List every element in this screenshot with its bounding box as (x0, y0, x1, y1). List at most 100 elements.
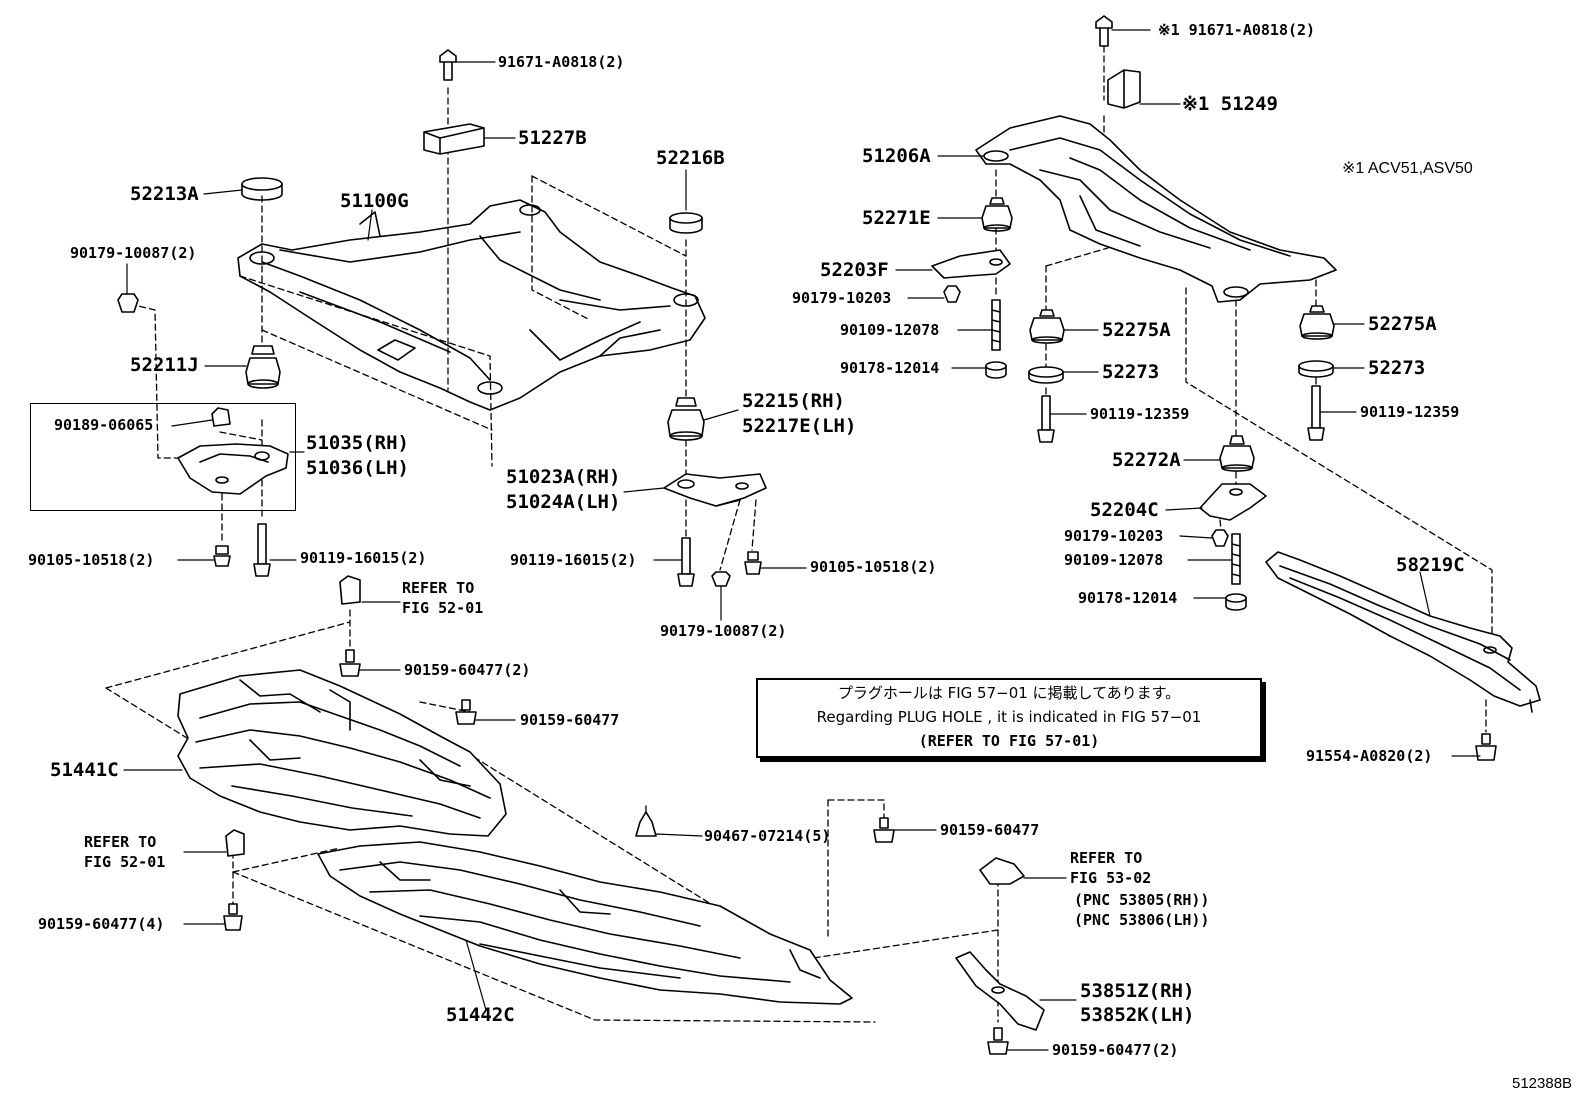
nut-90179-10203-a (943, 285, 961, 303)
bolt-90159-60477-2 (339, 649, 361, 677)
nut-90179-10087-right (711, 571, 731, 587)
clip-refer-52-01-left (225, 829, 245, 857)
label-90179-10087-right: 90179-10087(2) (660, 622, 787, 640)
label-refer-2b: FIG 52-01 (84, 853, 166, 871)
label-refer-1a: REFER TO (402, 579, 475, 597)
label-52213a: 52213A (130, 183, 199, 205)
label-90119-12359-b: 90119-12359 (1360, 403, 1460, 421)
bolt-90159-60477-a (455, 699, 477, 725)
label-90109-b: 90109-12078 (1064, 551, 1164, 569)
bracket-51227b (423, 123, 485, 155)
bolt-90119-left (253, 523, 271, 577)
bolt-90159-60477-2b (987, 1027, 1009, 1055)
label-90109-a: 90109-12078 (840, 321, 940, 339)
stud-90109-12078-a (991, 299, 1001, 351)
bolt-90119-12359-a (1037, 395, 1055, 443)
label-90119-16015-right: 90119-16015(2) (510, 551, 637, 569)
label-90159-2: 90159-60477(2) (404, 661, 531, 679)
washer-52273-a (1028, 366, 1064, 384)
bolt-90119-12359-b (1307, 385, 1325, 441)
label-52216b: 52216B (656, 147, 725, 169)
label-refer-1b: FIG 52-01 (402, 599, 484, 617)
label-52204c: 52204C (1090, 499, 1159, 521)
clip-refer-52-01-top (339, 575, 361, 605)
label-acv-note: ※1 ACV51,ASV50 (1342, 160, 1473, 177)
bracket-51249 (1107, 69, 1141, 109)
cushion-52275a-b (1299, 305, 1335, 340)
label-51249: ※1 51249 (1182, 93, 1278, 115)
label-90105-left: 90105-10518(2) (28, 551, 155, 569)
label-refer-3c: (PNC 53805(RH)) (1074, 891, 1210, 909)
label-90178-a: 90178-12014 (840, 359, 940, 377)
crossmember-51206a (975, 115, 1337, 303)
crossmember-51100g (237, 199, 706, 411)
bracket-52204c (1199, 483, 1267, 521)
label-52273-b: 52273 (1368, 357, 1426, 379)
bracket-51023a (663, 473, 767, 507)
bolt-90105-left (213, 545, 231, 567)
leader-lines (123, 29, 1481, 1051)
washer-52273-b (1298, 360, 1334, 378)
bracket-refer-53-02 (979, 857, 1025, 885)
plate-51035 (177, 443, 289, 495)
label-90159-b: 90159-60477 (940, 821, 1040, 839)
bracket-53851z (955, 951, 1045, 1031)
under-cover-51442c (317, 841, 853, 1005)
note-line-jp: プラグホールは FIG 57−01 に掲載してあります。 (837, 684, 1181, 702)
assembly-box-51035 (30, 403, 296, 511)
bolt-91671-rear (1095, 15, 1113, 47)
label-90189: 90189-06065 (54, 416, 154, 434)
label-51023a: 51023A(RH) (506, 466, 621, 488)
cushion-52213a (241, 177, 283, 201)
label-91671-front: 91671-A0818(2) (498, 53, 625, 71)
label-51035: 51035(RH) (306, 432, 409, 454)
nut-90179-10203-b (1211, 529, 1229, 547)
label-52211j: 52211J (130, 354, 199, 376)
cushion-52275a-a (1029, 309, 1065, 344)
label-51024a: 51024A(LH) (506, 491, 621, 513)
label-52215: 52215(RH) (742, 390, 845, 412)
note-line-refer: (REFER TO FIG 57-01) (918, 732, 1100, 750)
label-91671-rear: ※1 91671-A0818(2) (1158, 21, 1316, 39)
cushion-52211j (245, 345, 281, 389)
guide-lines-rear (995, 45, 1493, 733)
label-53851z: 53851Z(RH) (1080, 980, 1195, 1002)
bolt-91554-a0820 (1475, 733, 1497, 761)
label-90105-right: 90105-10518(2) (810, 558, 937, 576)
label-refer-2a: REFER TO (84, 833, 157, 851)
mount-52215 (667, 397, 705, 441)
nut-90178-12014-a (985, 361, 1007, 379)
clip-90189-06065 (211, 407, 231, 427)
clip-90467-07214 (635, 811, 657, 837)
bolt-90159-60477-4 (223, 903, 243, 931)
bolt-91671-front (439, 49, 457, 81)
nut-90179-10087-left (117, 293, 139, 313)
bolt-90119-right (677, 537, 695, 587)
label-52217e: 52217E(LH) (742, 415, 857, 437)
label-91554: 91554-A0820(2) (1306, 747, 1433, 765)
label-refer-3a: REFER TO (1070, 849, 1143, 867)
label-90159-a: 90159-60477 (520, 711, 620, 729)
note-line-en: Regarding PLUG HOLE , it is indicated in… (816, 708, 1202, 726)
label-90179-10203-a: 90179-10203 (792, 289, 892, 307)
label-90467: 90467-07214(5) (704, 827, 831, 845)
label-90119-16015-left: 90119-16015(2) (300, 549, 427, 567)
under-cover-51441c (177, 669, 507, 837)
label-90179-10203-b: 90179-10203 (1064, 527, 1164, 545)
label-51441c: 51441C (50, 759, 119, 781)
label-refer-3d: (PNC 53806(LH)) (1074, 911, 1210, 929)
label-90179-10087-left: 90179-10087(2) (70, 244, 197, 262)
label-52271e: 52271E (862, 207, 931, 229)
label-refer-3b: FIG 53-02 (1070, 869, 1152, 887)
plug-hole-note: プラグホールは FIG 57−01 に掲載してあります。 Regarding P… (756, 678, 1262, 758)
label-90159-2b: 90159-60477(2) (1052, 1041, 1179, 1059)
label-90119-12359-a: 90119-12359 (1090, 405, 1190, 423)
cushion-52272a (1219, 435, 1255, 472)
figure-id: 512388B (1512, 1075, 1573, 1092)
label-51206a: 51206A (862, 145, 931, 167)
label-90159-4: 90159-60477(4) (38, 915, 165, 933)
label-51036: 51036(LH) (306, 457, 409, 479)
label-90178-b: 90178-12014 (1078, 589, 1178, 607)
label-52275a-a: 52275A (1102, 319, 1171, 341)
